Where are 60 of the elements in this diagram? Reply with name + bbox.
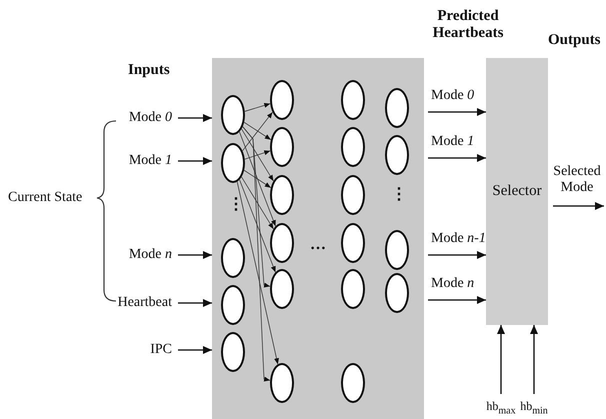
neuron-circle xyxy=(385,135,409,175)
neuron-circle xyxy=(221,332,245,372)
arrow xyxy=(428,154,486,162)
arrow xyxy=(553,202,604,210)
arrow xyxy=(178,157,212,165)
neuron-circle xyxy=(341,269,365,309)
input-label: Mode 1 xyxy=(90,152,172,170)
arrow xyxy=(428,251,486,259)
arrow xyxy=(241,176,274,230)
arrow xyxy=(428,108,486,116)
input-label: Mode n xyxy=(90,246,172,264)
arrow xyxy=(236,181,279,365)
neuron-circle xyxy=(270,127,294,167)
neuron-circle xyxy=(221,95,245,135)
neuron-circle xyxy=(341,127,365,167)
ellipsis: ⋮ xyxy=(391,186,407,203)
arrow xyxy=(244,170,272,188)
arrow xyxy=(178,251,212,259)
neuron-circle xyxy=(385,230,409,270)
arrow xyxy=(178,346,212,354)
group-label: Current State xyxy=(8,189,82,206)
network-panel xyxy=(212,58,424,419)
neuron-circle xyxy=(385,88,409,128)
neuron-circle xyxy=(341,80,365,120)
input-label: IPC xyxy=(90,341,172,359)
neuron-circle xyxy=(270,175,294,215)
arrow xyxy=(242,112,273,152)
neuron-circle xyxy=(341,363,365,403)
input-label: Heartbeat xyxy=(90,294,172,312)
heading: Outputs xyxy=(548,32,601,49)
arrow xyxy=(244,122,272,140)
arrow xyxy=(244,102,271,112)
arrow xyxy=(530,325,538,394)
selector-box: Selector xyxy=(486,58,548,325)
ellipsis: ⋮ xyxy=(228,196,244,213)
neuron-circle xyxy=(270,80,294,120)
ellipsis: … xyxy=(310,236,326,253)
neuron-circle xyxy=(270,223,294,263)
neuron-circle xyxy=(341,223,365,263)
arrow xyxy=(239,179,276,273)
arrow xyxy=(244,150,271,160)
neuron-circle xyxy=(341,175,365,215)
arrow xyxy=(239,132,276,226)
heading: Predicted Heartbeats xyxy=(432,8,504,42)
neuron-circle xyxy=(221,143,245,183)
threshold-label: hb$_{min}$ xyxy=(518,395,550,417)
neuron-circle xyxy=(221,238,245,278)
arrow xyxy=(428,296,486,304)
neuron-circle xyxy=(385,273,409,313)
arrow xyxy=(242,126,270,382)
arrow xyxy=(178,299,212,307)
arrow xyxy=(178,114,212,122)
threshold-label: hb$_{max}$ xyxy=(485,395,517,417)
arrow xyxy=(241,128,274,182)
arrow xyxy=(497,325,505,394)
neuron-circle xyxy=(221,285,245,325)
input-label: Mode 0 xyxy=(90,109,172,127)
neuron-circle xyxy=(270,269,294,309)
heading: Inputs xyxy=(128,62,170,79)
neuron-circle xyxy=(270,363,294,403)
